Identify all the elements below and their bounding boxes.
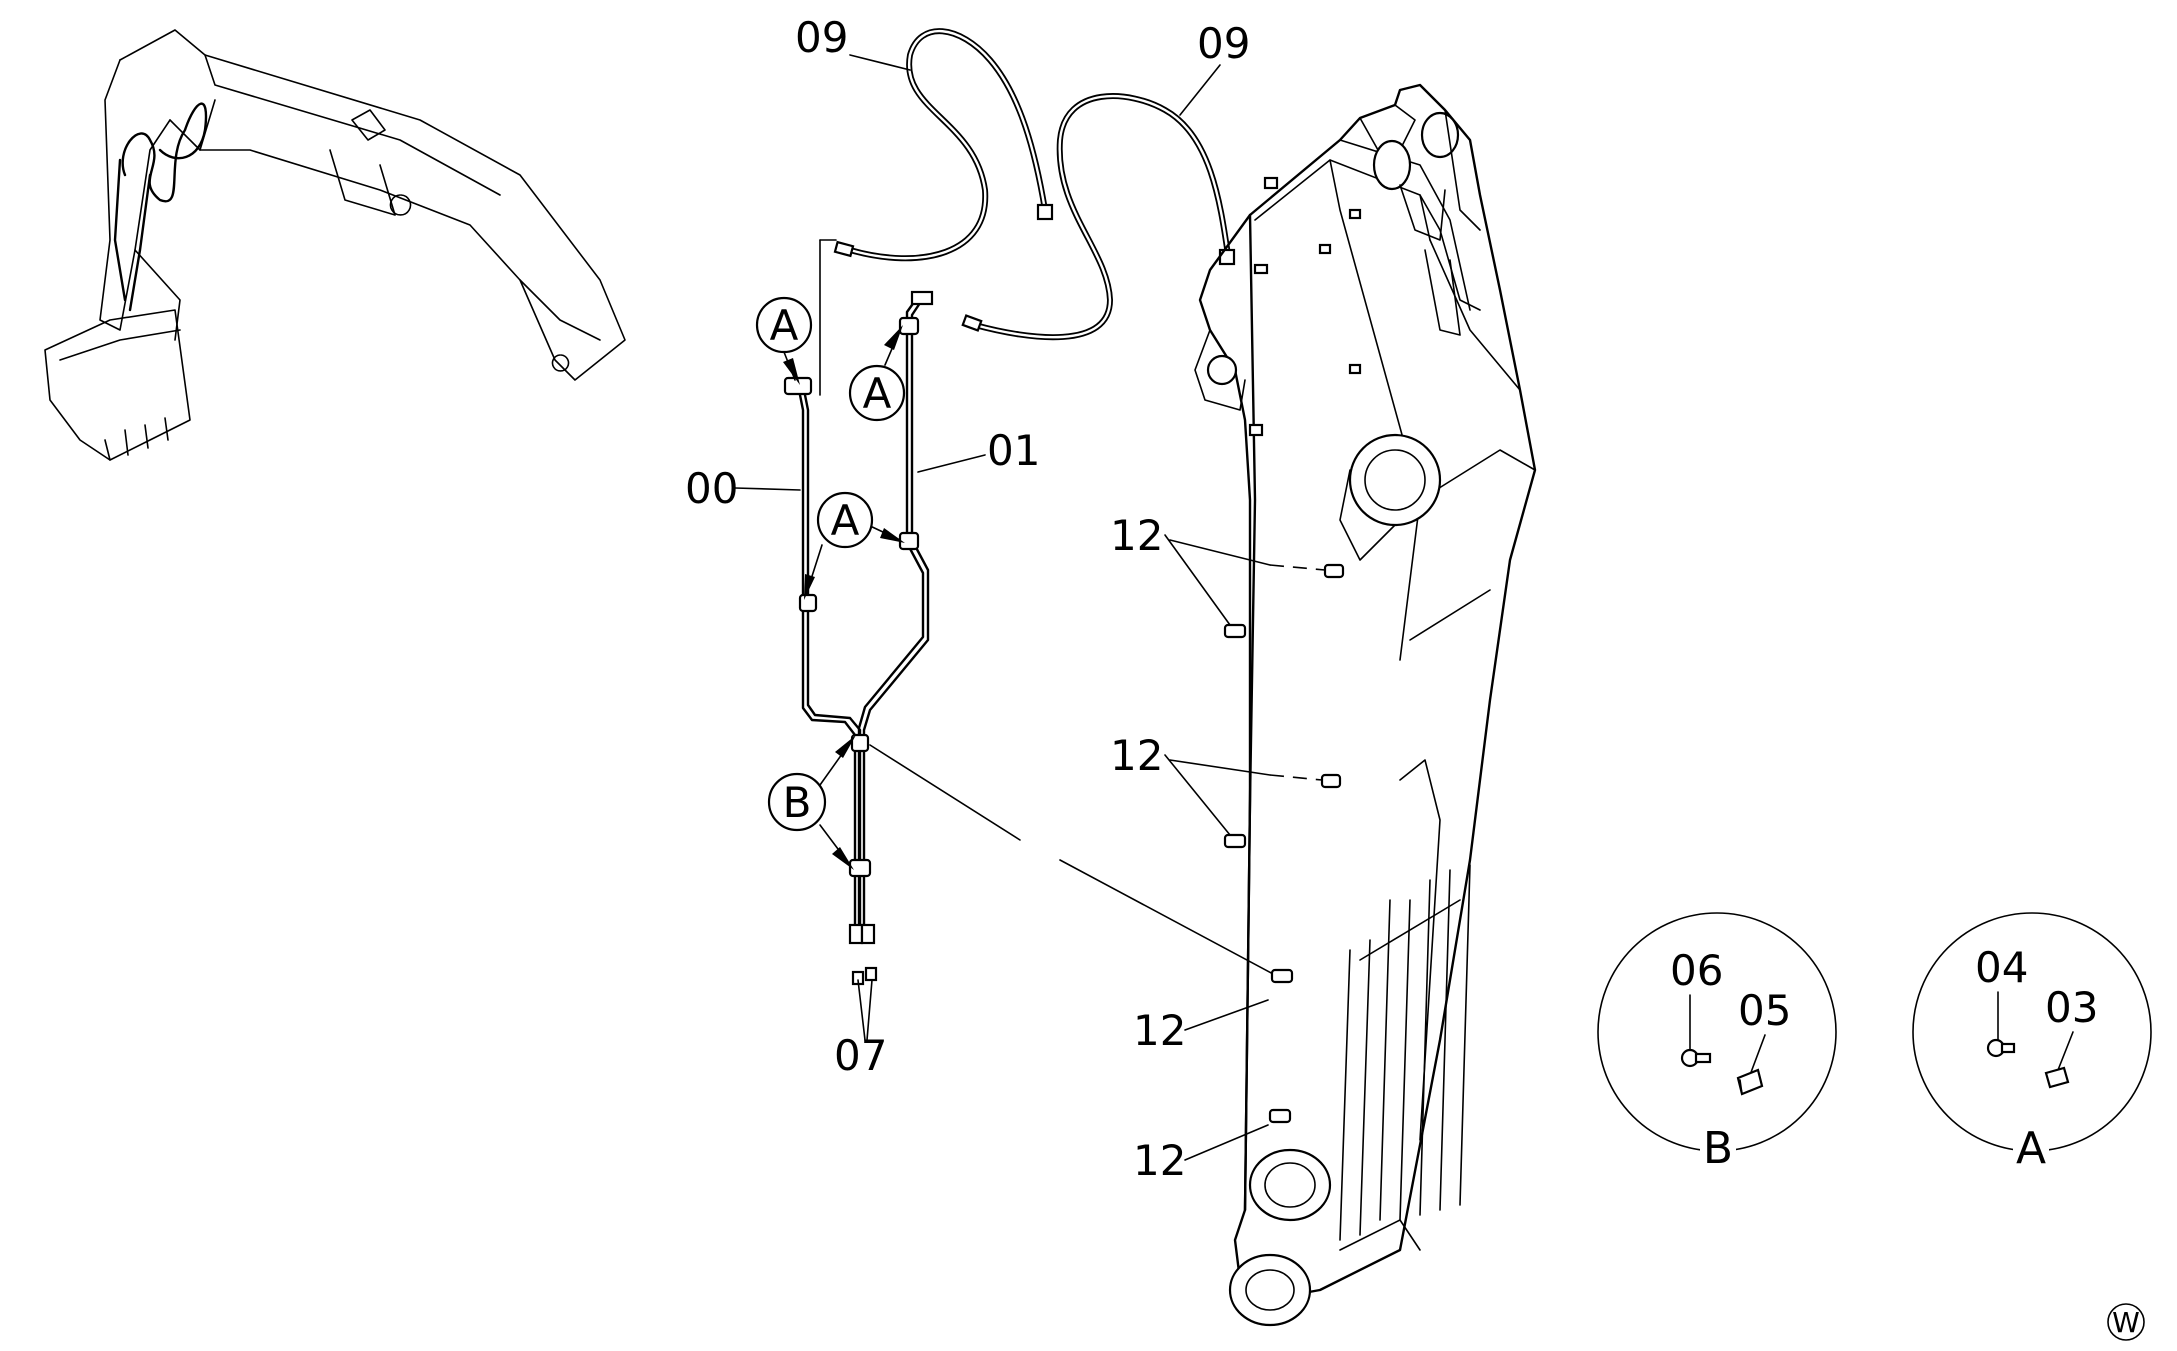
callout-a3-label: A bbox=[831, 496, 860, 545]
label-part-07: 07 bbox=[834, 1031, 887, 1080]
bolt-icon bbox=[1680, 1048, 1712, 1068]
label-part-09-right: 09 bbox=[1197, 19, 1250, 68]
bolt-icon bbox=[1986, 1038, 2016, 1058]
boom-arm-drawing bbox=[1194, 83, 1537, 1327]
label-part-09-left: 09 bbox=[795, 13, 848, 62]
detail-view-b-title: B bbox=[1703, 1123, 1733, 1174]
callout-a1: A bbox=[755, 296, 813, 354]
label-part-12-b: 12 bbox=[1110, 731, 1163, 780]
label-part-12-a: 12 bbox=[1110, 511, 1163, 560]
label-part-00: 00 bbox=[685, 464, 738, 513]
callout-a2: A bbox=[848, 364, 906, 422]
clamp-bracket-icon bbox=[2044, 1066, 2070, 1089]
hydraulic-pipe-drawing bbox=[783, 239, 1276, 986]
corner-mark-label: W bbox=[2112, 1306, 2140, 1339]
leader-lines bbox=[734, 54, 1326, 1161]
callout-b1-label: B bbox=[783, 778, 812, 827]
callout-a3: A bbox=[816, 491, 874, 549]
detail-b-part-05: 05 bbox=[1738, 986, 1791, 1035]
hydraulic-hose-drawing bbox=[833, 28, 1236, 341]
corner-mark-w: W bbox=[2107, 1303, 2145, 1341]
label-part-12-d: 12 bbox=[1133, 1136, 1186, 1185]
callout-a1-label: A bbox=[770, 301, 799, 350]
detail-view-b: B 06 05 bbox=[1597, 912, 1837, 1174]
detail-b-part-06: 06 bbox=[1670, 946, 1723, 995]
excavator-overview-icon bbox=[44, 29, 626, 461]
detail-a-part-04: 04 bbox=[1975, 943, 2028, 992]
label-part-12-c: 12 bbox=[1133, 1006, 1186, 1055]
detail-view-a-title: A bbox=[2016, 1123, 2046, 1174]
callout-a2-label: A bbox=[863, 369, 892, 418]
callout-b1: B bbox=[767, 772, 827, 832]
detail-a-part-03: 03 bbox=[2045, 983, 2098, 1032]
label-part-01: 01 bbox=[987, 426, 1040, 475]
detail-view-a: A 04 03 bbox=[1912, 912, 2152, 1174]
clamp-bracket-icon bbox=[1736, 1068, 1764, 1096]
